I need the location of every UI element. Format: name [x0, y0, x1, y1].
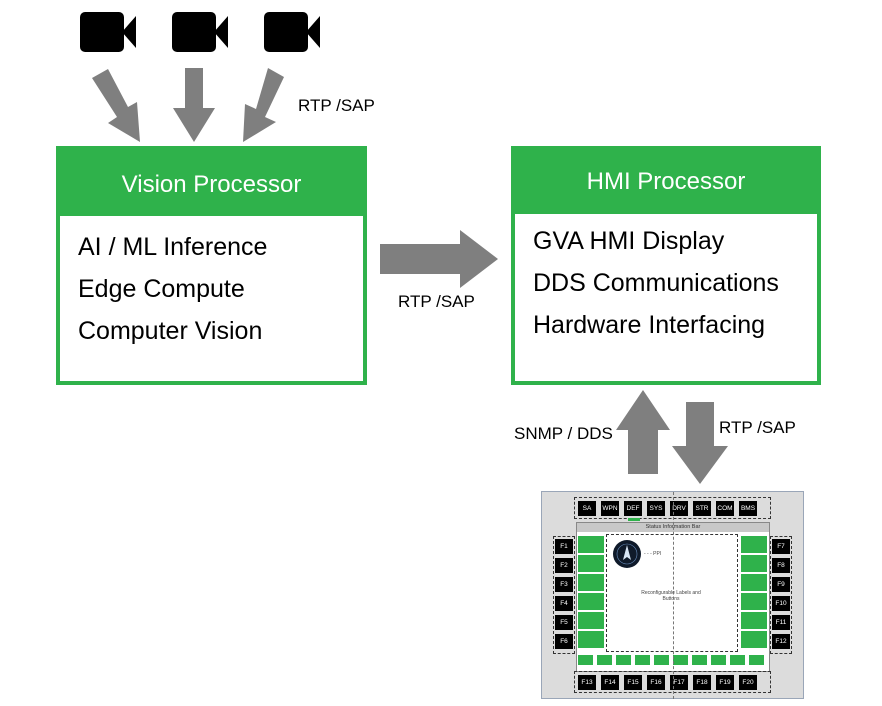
soft-button[interactable]	[741, 536, 767, 553]
soft-button[interactable]	[741, 593, 767, 610]
camera-protocol-label: RTP /SAP	[298, 96, 375, 115]
hmi-processor-box: HMI Processor GVA HMI Display DDS Commun…	[511, 146, 821, 385]
ppi-compass-icon	[613, 540, 641, 568]
function-key[interactable]: F13	[578, 675, 596, 690]
hmi-to-display-arrow	[672, 402, 728, 484]
hmi-display-mockup: SA WPN DEF SYS DRV STR COM BMS Status In…	[541, 491, 804, 699]
top-key[interactable]: DEF	[624, 501, 642, 516]
function-key[interactable]: F14	[601, 675, 619, 690]
soft-button[interactable]	[578, 536, 604, 553]
soft-button[interactable]	[578, 574, 604, 591]
soft-button[interactable]	[578, 555, 604, 572]
soft-button[interactable]	[741, 574, 767, 591]
function-key[interactable]: F15	[624, 675, 642, 690]
vision-item: Computer Vision	[78, 317, 263, 345]
vision-processor-title: Vision Processor	[60, 150, 363, 216]
soft-button[interactable]	[711, 655, 726, 665]
camera-1-arrow	[92, 69, 140, 142]
soft-button[interactable]	[578, 593, 604, 610]
soft-button[interactable]	[616, 655, 631, 665]
function-key[interactable]: F17	[670, 675, 688, 690]
center-guide-line	[673, 492, 674, 699]
top-key[interactable]: SYS	[647, 501, 665, 516]
video-camera-icon	[80, 12, 136, 52]
hmi-item: Hardware Interfacing	[533, 311, 766, 339]
soft-button[interactable]	[578, 631, 604, 648]
reconfigurable-area	[606, 534, 738, 652]
vision-processor-box: Vision Processor AI / ML Inference Edge …	[56, 146, 367, 385]
top-key[interactable]: DRV	[670, 501, 688, 516]
function-key[interactable]: F4	[555, 596, 573, 611]
vision-to-hmi-arrow	[380, 230, 498, 288]
function-key[interactable]: F1	[555, 539, 573, 554]
top-keys-group	[574, 497, 771, 519]
video-camera-icon	[264, 12, 320, 52]
function-key[interactable]: F11	[772, 615, 790, 630]
function-key[interactable]: F2	[555, 558, 573, 573]
display-to-hmi-label: SNMP / DDS	[514, 424, 613, 443]
function-key[interactable]: F18	[693, 675, 711, 690]
top-key[interactable]: STR	[693, 501, 711, 516]
selected-indicator	[628, 518, 640, 521]
function-key[interactable]: F3	[555, 577, 573, 592]
soft-button[interactable]	[749, 655, 764, 665]
left-keys-group	[553, 536, 575, 654]
function-key[interactable]: F20	[739, 675, 757, 690]
soft-button[interactable]	[597, 655, 612, 665]
soft-button[interactable]	[578, 612, 604, 629]
camera-3-arrow	[243, 68, 284, 142]
hmi-item: DDS Communications	[533, 269, 779, 297]
function-key[interactable]: F6	[555, 634, 573, 649]
soft-button[interactable]	[673, 655, 688, 665]
camera-2-arrow	[173, 68, 215, 142]
reconfigurable-label: Reconfigurable Labels and Buttons	[641, 590, 701, 602]
soft-button[interactable]	[741, 631, 767, 648]
display-to-hmi-arrow	[616, 390, 670, 474]
hmi-item: GVA HMI Display	[533, 227, 725, 255]
top-key[interactable]: WPN	[601, 501, 619, 516]
video-camera-icon	[172, 12, 228, 52]
function-key[interactable]: F5	[555, 615, 573, 630]
soft-button[interactable]	[578, 655, 593, 665]
soft-button[interactable]	[741, 612, 767, 629]
hmi-processor-title: HMI Processor	[515, 150, 817, 214]
vision-item: Edge Compute	[78, 275, 245, 303]
function-key[interactable]: F9	[772, 577, 790, 592]
function-key[interactable]: F10	[772, 596, 790, 611]
soft-button[interactable]	[692, 655, 707, 665]
function-key[interactable]: F12	[772, 634, 790, 649]
function-key[interactable]: F16	[647, 675, 665, 690]
right-keys-group	[770, 536, 792, 654]
ppi-label: - - - PPI	[644, 551, 662, 557]
soft-button[interactable]	[741, 555, 767, 572]
vision-to-hmi-label: RTP /SAP	[398, 292, 475, 311]
soft-button[interactable]	[635, 655, 650, 665]
bottom-keys-group	[574, 671, 771, 693]
soft-button[interactable]	[730, 655, 745, 665]
function-key[interactable]: F7	[772, 539, 790, 554]
top-key[interactable]: BMS	[739, 501, 757, 516]
vision-item: AI / ML Inference	[78, 233, 268, 261]
soft-button[interactable]	[654, 655, 669, 665]
hmi-to-display-label: RTP /SAP	[719, 418, 796, 437]
function-key[interactable]: F19	[716, 675, 734, 690]
top-key[interactable]: SA	[578, 501, 596, 516]
top-key[interactable]: COM	[716, 501, 734, 516]
function-key[interactable]: F8	[772, 558, 790, 573]
